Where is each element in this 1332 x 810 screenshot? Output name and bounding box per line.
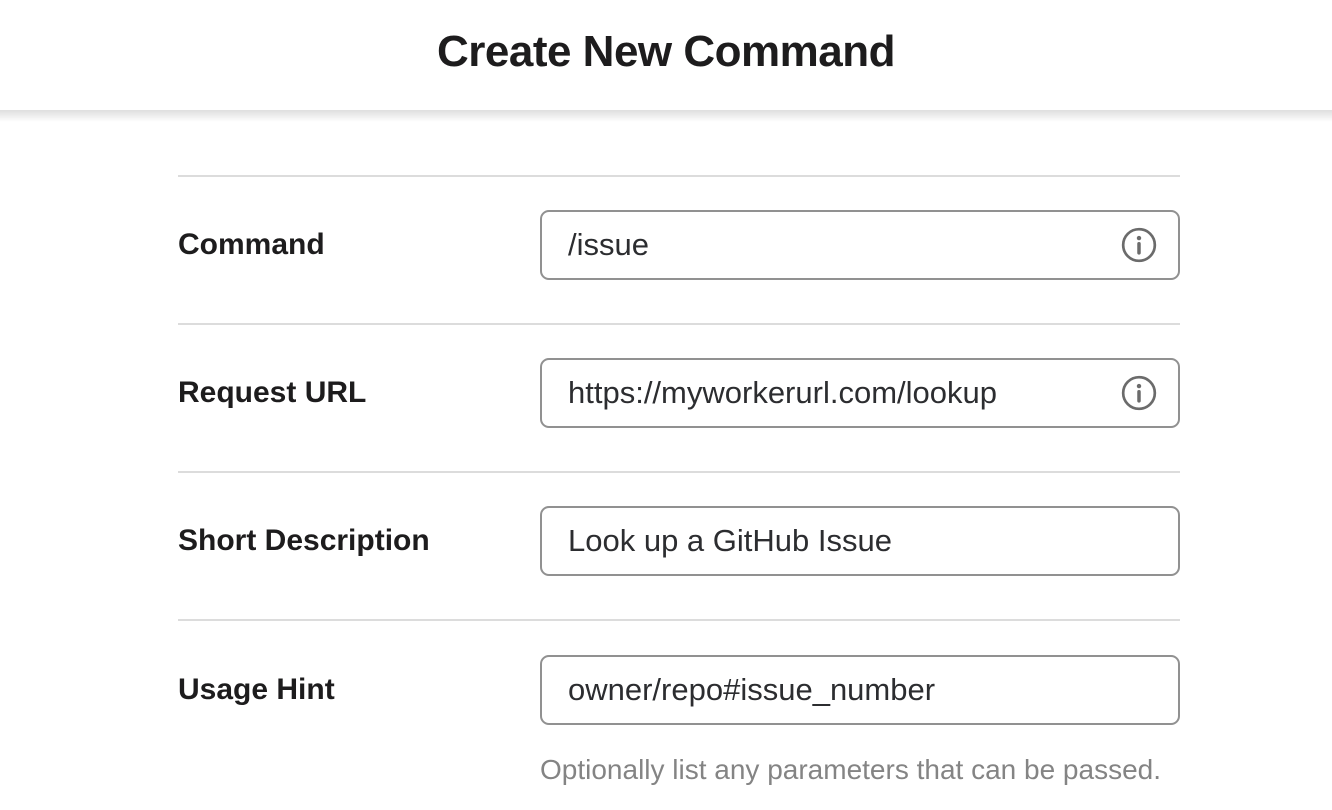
form-row-request-url: Request URL xyxy=(178,323,1180,471)
create-command-form: Command Request URL xyxy=(178,175,1180,787)
page-title: Create New Command xyxy=(436,27,896,76)
short-description-label: Short Description xyxy=(178,524,430,557)
info-icon[interactable] xyxy=(1120,226,1158,264)
command-label: Command xyxy=(178,228,325,261)
request-url-input[interactable] xyxy=(540,358,1180,428)
form-row-command: Command xyxy=(178,175,1180,323)
short-description-input[interactable] xyxy=(540,506,1180,576)
page-header: Create New Command xyxy=(0,0,1332,110)
usage-hint-helper-text: Optionally list any parameters that can … xyxy=(540,754,1162,785)
usage-hint-input[interactable] xyxy=(540,655,1180,725)
header-shadow xyxy=(0,110,1332,122)
form-row-short-description: Short Description xyxy=(178,471,1180,619)
info-icon[interactable] xyxy=(1120,374,1158,412)
command-input[interactable] xyxy=(540,210,1180,280)
form-row-usage-hint: Usage Hint Optionally list any parameter… xyxy=(178,619,1180,787)
usage-hint-label: Usage Hint xyxy=(178,673,335,706)
request-url-label: Request URL xyxy=(178,376,367,409)
